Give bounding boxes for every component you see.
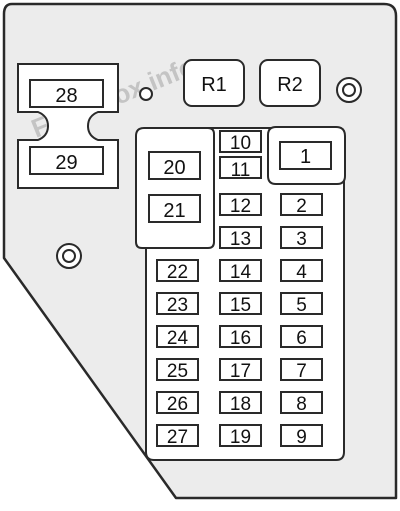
mounting-hole-top-icon (336, 77, 362, 103)
fuse-2-slot (280, 193, 323, 216)
fuse-21-label: 21 (163, 200, 185, 222)
fuse-8-slot (280, 391, 323, 414)
fuse-13-label: 13 (230, 229, 251, 250)
fuse-11-slot (219, 156, 262, 179)
relay-r1-label: R1 (201, 74, 227, 96)
fuse-1-slot (279, 141, 332, 170)
fuse-29-slot (29, 146, 104, 175)
fuse-1-label: 1 (300, 146, 311, 168)
fuse-27-label: 27 (167, 427, 188, 448)
fuse-27-slot (156, 424, 199, 447)
fuse-5-slot (280, 292, 323, 315)
fuse-25-label: 25 (167, 361, 188, 382)
fuse-5-label: 5 (296, 295, 307, 316)
fuse-24-slot (156, 325, 199, 348)
relay-r2 (259, 59, 321, 107)
fuse-9-slot (280, 424, 323, 447)
fuse-21-slot (148, 194, 201, 223)
fuse-17-label: 17 (230, 361, 251, 382)
fuse-28-slot (29, 79, 104, 108)
fuse-26-slot (156, 391, 199, 414)
fuse-7-slot (280, 358, 323, 381)
fuse-23-slot (156, 292, 199, 315)
fuse-20-label: 20 (163, 157, 185, 179)
fuse-4-slot (280, 259, 323, 282)
fuse-20-21-holder (135, 127, 215, 249)
fuse-18-label: 18 (230, 394, 251, 415)
fuse-29-label: 29 (55, 152, 77, 174)
fuse-23-label: 23 (167, 295, 188, 316)
fuse-6-slot (280, 325, 323, 348)
fuse-24-label: 24 (167, 328, 189, 349)
fuse-16-label: 16 (230, 328, 251, 349)
fuse-6-label: 6 (296, 328, 307, 349)
fuse-4-label: 4 (296, 262, 307, 283)
mounting-hole-left-icon (56, 243, 82, 269)
fuse-13-slot (219, 226, 262, 249)
fuse-19-slot (219, 424, 262, 447)
fuse-11-label: 11 (231, 160, 251, 181)
fuse-17-slot (219, 358, 262, 381)
fuse-10-label: 10 (230, 133, 251, 154)
fuse-20-slot (148, 151, 201, 180)
relay-r1 (183, 59, 245, 107)
fuse-10-slot (219, 130, 262, 153)
fuse-12-label: 12 (230, 196, 251, 217)
fuse-14-label: 14 (230, 262, 252, 283)
fuse-12-slot (219, 193, 262, 216)
fuse-7-label: 7 (296, 361, 307, 382)
fuse-19-label: 19 (230, 427, 251, 448)
fuse-3-slot (280, 226, 323, 249)
fuse-14-slot (219, 259, 262, 282)
fuse-16-slot (219, 325, 262, 348)
fuse-2-label: 2 (296, 196, 307, 217)
fuse-3-label: 3 (296, 229, 307, 250)
fuse-15-label: 15 (230, 295, 251, 316)
fuse-28-label: 28 (55, 85, 77, 107)
fuse-22-label: 22 (167, 262, 188, 283)
fuse-8-label: 8 (296, 394, 307, 415)
fuse-15-slot (219, 292, 262, 315)
fuse-18-slot (219, 391, 262, 414)
fuse-9-label: 9 (296, 427, 307, 448)
small-hole-icon (139, 87, 153, 101)
fuse-22-slot (156, 259, 199, 282)
fuse-26-label: 26 (167, 394, 188, 415)
fuse-25-slot (156, 358, 199, 381)
relay-r2-label: R2 (277, 74, 303, 96)
